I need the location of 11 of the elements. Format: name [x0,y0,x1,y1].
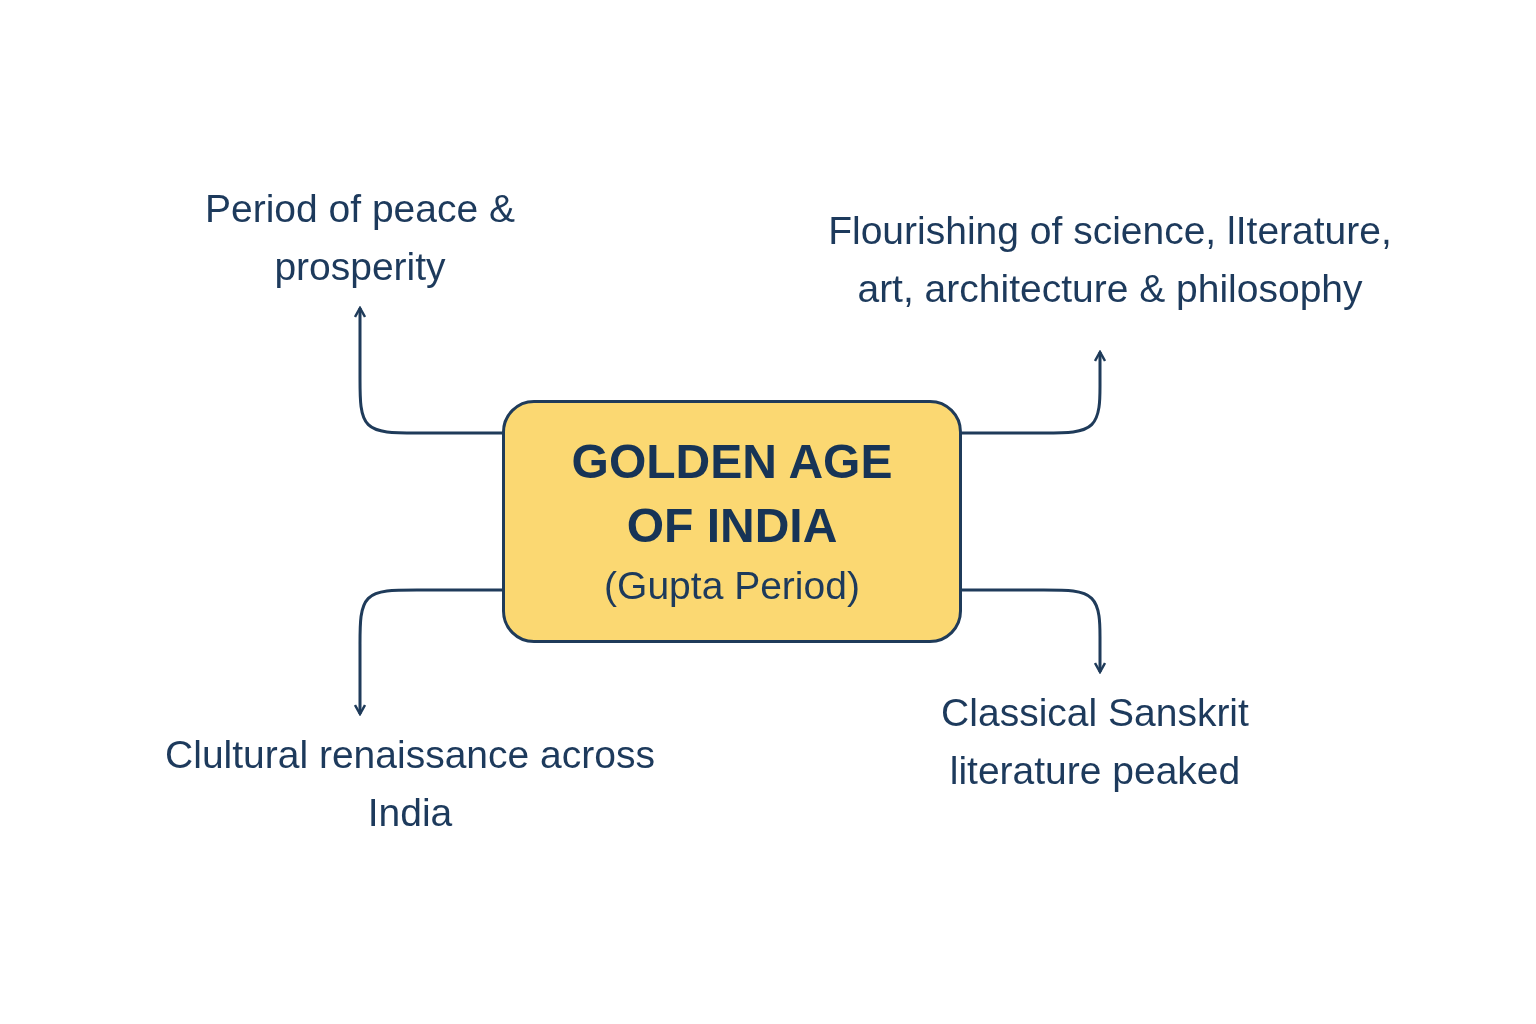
central-topic-box [502,400,962,643]
connector-arrow [962,588,1107,674]
topic-subtitle: (Gupta Period) [604,562,860,609]
connector-arrow [353,306,502,435]
topic-text: Period of peace & prosperity [203,186,516,290]
connector-arrow [962,350,1107,435]
topic-text: Clultural renaissance across India [164,732,656,836]
topic-title: GOLDEN AGE OF INDIA [570,433,894,554]
topic-text: Flourishing of science, lIterature, art, architecture & philosophy [827,208,1393,312]
connector-arrow [353,588,502,716]
topic-text: Classical Sanskrit literature peaked [940,690,1250,794]
